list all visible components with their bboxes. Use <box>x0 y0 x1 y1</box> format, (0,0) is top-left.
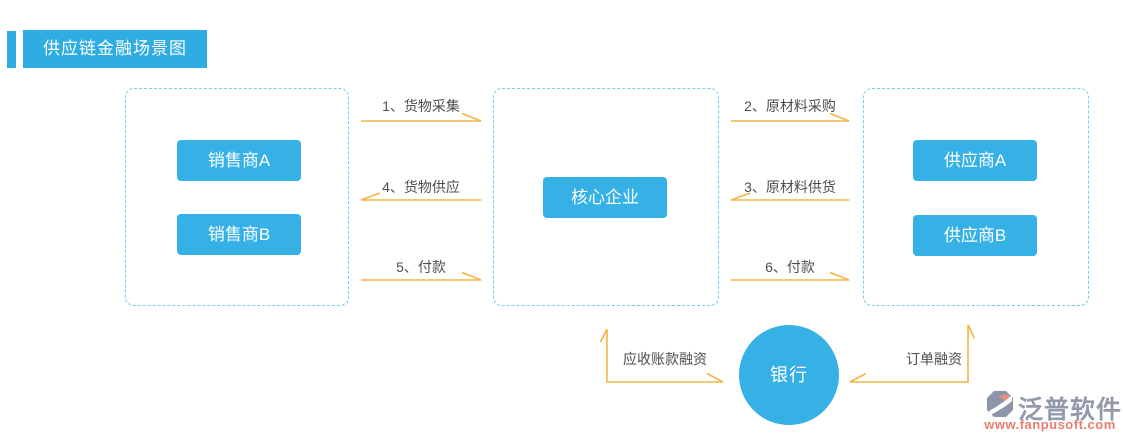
brand-logo: 泛普软件 www.fanpusoft.com <box>984 388 1121 436</box>
flow-label-order-financing: 订单融资 <box>906 351 962 367</box>
group-box-suppliers <box>863 88 1089 306</box>
brand-site-url: www.fanpusoft.com <box>984 417 1116 432</box>
flow-label-receivables-financing: 应收账款融资 <box>623 351 707 367</box>
node-supplier-a: 供应商A <box>913 140 1037 181</box>
node-supplier-b: 供应商B <box>913 215 1037 256</box>
flow-label-raw-material-supply: 3、原材料供货 <box>744 179 836 195</box>
group-box-sellers <box>125 88 349 306</box>
brand-name: 泛普软件 <box>1018 396 1123 424</box>
title-accent-bar <box>7 31 16 68</box>
fanpu-logo-icon <box>987 391 1013 417</box>
node-bank: 银行 <box>739 325 839 425</box>
flow-label-raw-material-purchase: 2、原材料采购 <box>744 98 836 114</box>
flow-label-payment-right: 6、付款 <box>765 259 815 275</box>
flow-label-goods-supply: 4、货物供应 <box>382 179 460 195</box>
flow-label-payment-left: 5、付款 <box>396 259 446 275</box>
node-core-enterprise: 核心企业 <box>543 177 667 218</box>
page-title: 供应链金融场景图 <box>23 30 207 68</box>
node-seller-b: 销售商B <box>177 214 301 255</box>
node-seller-a: 销售商A <box>177 140 301 181</box>
flow-label-goods-collection: 1、货物采集 <box>382 98 460 114</box>
